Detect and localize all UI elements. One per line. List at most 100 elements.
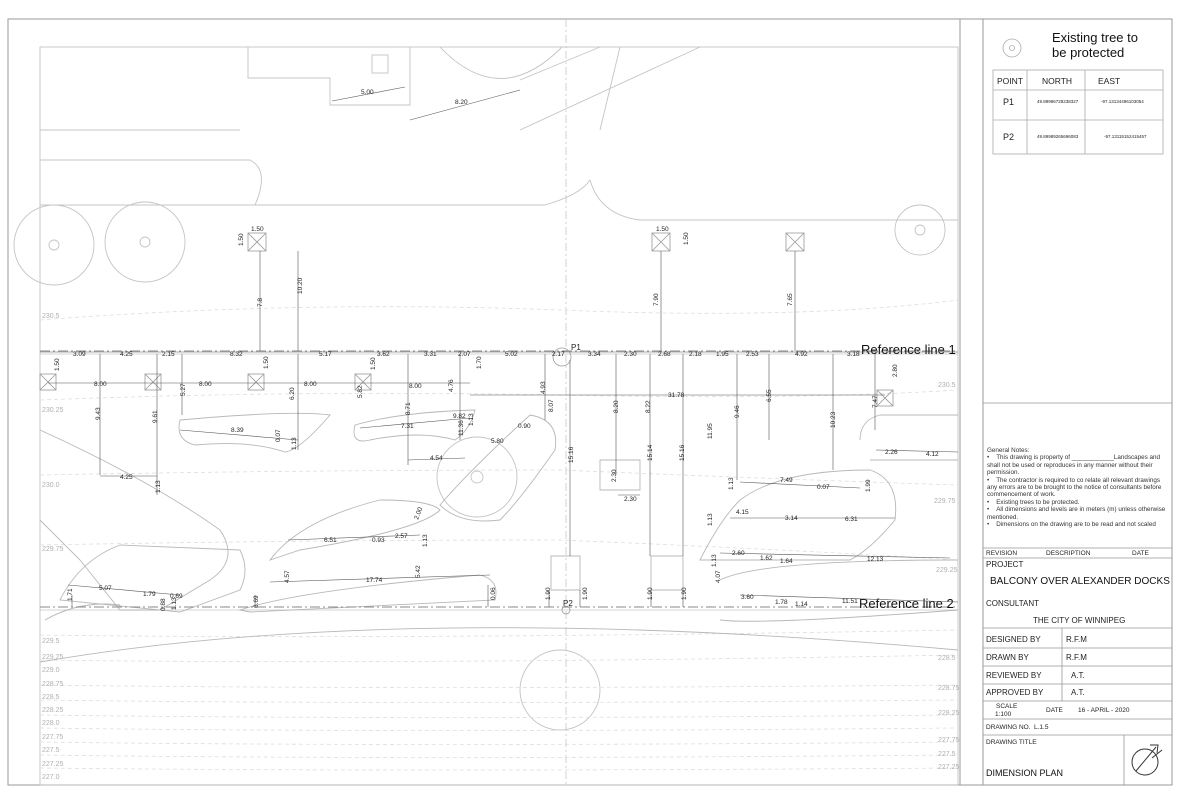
svg-text:8.07: 8.07 [548, 399, 555, 412]
svg-text:229.0: 229.0 [42, 667, 60, 674]
svg-text:1.13: 1.13 [707, 513, 714, 526]
svg-text:7.31: 7.31 [401, 423, 414, 430]
svg-text:228.25: 228.25 [938, 710, 960, 717]
date-label: DATE [1046, 707, 1063, 714]
titleblock-grid [983, 402, 1172, 785]
svg-text:4.76: 4.76 [448, 379, 455, 392]
svg-text:1.79: 1.79 [143, 591, 156, 598]
svg-text:15.16: 15.16 [568, 446, 575, 463]
consultant-name: THE CITY OF WINNIPEG [1033, 616, 1126, 625]
svg-text:2.57: 2.57 [395, 533, 408, 540]
svg-text:5.82: 5.82 [357, 385, 364, 398]
svg-text:0.93: 0.93 [372, 537, 385, 544]
svg-text:11.36: 11.36 [458, 420, 465, 436]
svg-text:1.13: 1.13 [728, 477, 735, 490]
svg-text:3.18: 3.18 [847, 351, 860, 358]
svg-text:15.16: 15.16 [679, 444, 686, 461]
drawn-by-value: R.F.M [1066, 653, 1087, 662]
svg-text:3.60: 3.60 [741, 594, 754, 601]
svg-text:230.5: 230.5 [938, 382, 956, 389]
svg-text:9.61: 9.61 [152, 410, 159, 423]
svg-text:1.95: 1.95 [716, 351, 729, 358]
legend-title-line1: Existing tree to [1052, 30, 1138, 45]
coord-row-p2-east: -97.13115152415457 [1104, 134, 1147, 139]
svg-text:1.50: 1.50 [683, 232, 690, 245]
svg-text:2.80: 2.80 [892, 364, 899, 377]
coord-header-point: POINT [997, 76, 1023, 86]
svg-text:1.13: 1.13 [171, 597, 178, 610]
svg-text:1.90: 1.90 [582, 587, 589, 600]
tree-protection-symbols [39, 232, 894, 407]
drawing-title-value: DIMENSION PLAN [986, 768, 1064, 778]
reference-line-1-label: Reference line 1 [861, 342, 956, 357]
point-p1-label: P1 [571, 343, 581, 352]
svg-text:5.42: 5.42 [415, 565, 422, 578]
svg-text:5.27: 5.27 [180, 383, 187, 396]
svg-text:228.25: 228.25 [42, 707, 64, 714]
designed-by-value: R.F.M [1066, 635, 1087, 644]
svg-text:227.5: 227.5 [42, 747, 60, 754]
svg-text:3.14: 3.14 [785, 515, 798, 522]
svg-text:8.00: 8.00 [199, 381, 212, 388]
notes-title: General Notes: [987, 447, 1030, 454]
svg-text:4.12: 4.12 [926, 451, 939, 458]
svg-text:229.75: 229.75 [42, 546, 64, 553]
point-p2-label: P2 [563, 599, 573, 608]
svg-text:227.25: 227.25 [42, 761, 64, 768]
designed-by-label: DESIGNED BY [986, 635, 1041, 644]
scale-value: 1:100 [995, 711, 1012, 718]
svg-text:1.50: 1.50 [263, 356, 270, 369]
svg-text:7.47: 7.47 [872, 395, 879, 408]
legend-title: Existing tree to be protected [1052, 30, 1138, 60]
svg-text:5.80: 5.80 [491, 438, 504, 445]
svg-text:5.07: 5.07 [99, 585, 112, 592]
svg-text:228.5: 228.5 [42, 694, 60, 701]
reference-line-2-label: Reference line 2 [859, 596, 954, 611]
svg-text:8.20: 8.20 [613, 400, 620, 413]
svg-text:4.25: 4.25 [120, 474, 133, 481]
svg-text:4.92: 4.92 [795, 351, 808, 358]
svg-text:6.20: 6.20 [289, 387, 296, 400]
svg-text:1.90: 1.90 [681, 587, 688, 600]
svg-text:2.17: 2.17 [552, 351, 565, 358]
svg-text:2.60: 2.60 [732, 550, 745, 557]
dimension-labels: 5.00 8.20 1.50 1.50 7.8 10.20 7.90 1.50 … [54, 89, 939, 611]
svg-text:1.90: 1.90 [545, 587, 552, 600]
approved-by-label: APPROVED BY [986, 688, 1044, 697]
svg-text:1.14: 1.14 [795, 601, 808, 608]
date-value: 16 - APRIL - 2020 [1078, 707, 1130, 714]
notes-item: • Dimensions on the drawing are to be re… [987, 521, 1156, 529]
svg-text:228.75: 228.75 [42, 681, 64, 688]
svg-text:1.13: 1.13 [711, 554, 718, 567]
svg-text:4.07: 4.07 [715, 570, 722, 583]
scale-label: SCALE [996, 703, 1018, 710]
svg-text:7.65: 7.65 [787, 293, 794, 306]
svg-text:6.51: 6.51 [324, 537, 337, 544]
svg-text:17.74: 17.74 [366, 577, 383, 584]
svg-text:10.20: 10.20 [297, 277, 304, 294]
svg-text:230.0: 230.0 [42, 482, 60, 489]
svg-text:4.15: 4.15 [736, 509, 749, 516]
svg-text:227.75: 227.75 [938, 737, 960, 744]
reference-lines: Reference line 1 Reference line 2 [40, 342, 958, 611]
svg-text:9.43: 9.43 [95, 407, 102, 420]
drawing-no-value: L.1.5 [1034, 724, 1049, 731]
svg-text:2.26: 2.26 [885, 449, 898, 456]
svg-text:7.90: 7.90 [653, 293, 660, 306]
existing-trees [13, 201, 946, 731]
svg-text:0.07: 0.07 [275, 429, 282, 442]
svg-text:228.75: 228.75 [938, 685, 960, 692]
planter-beds [39, 409, 959, 663]
svg-text:9.82: 9.82 [453, 413, 466, 420]
coord-row-p1-east: -97.13134496103054 [1101, 99, 1144, 104]
coordinates-table-grid [992, 69, 1164, 155]
svg-text:1.90: 1.90 [647, 587, 654, 600]
legend-title-line2: be protected [1052, 45, 1125, 60]
svg-text:8.00: 8.00 [304, 381, 317, 388]
svg-text:6.69: 6.69 [253, 595, 260, 608]
svg-text:0.69: 0.69 [170, 593, 183, 600]
svg-text:4.25: 4.25 [120, 351, 133, 358]
svg-text:15.14: 15.14 [647, 444, 654, 461]
svg-text:1.50: 1.50 [54, 358, 61, 371]
